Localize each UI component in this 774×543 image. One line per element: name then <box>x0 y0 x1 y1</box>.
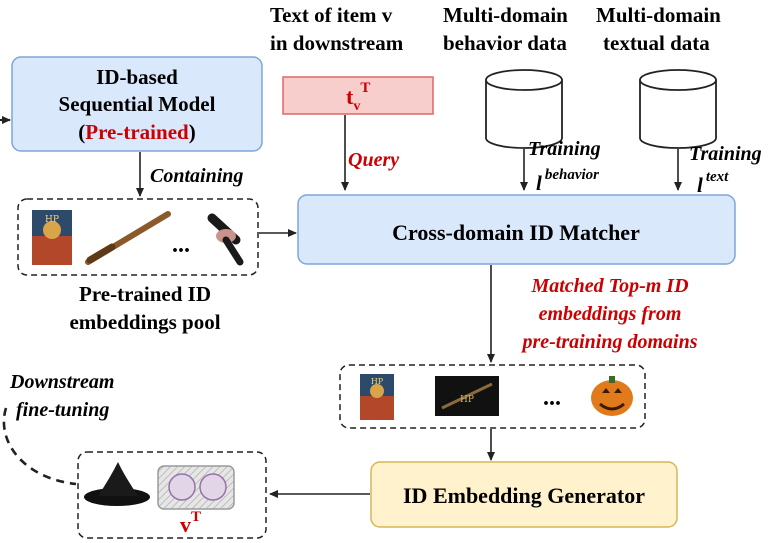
svg-text:HP: HP <box>371 377 384 386</box>
pretrained-red-label: Pre-trained <box>85 120 189 144</box>
id-model-title-line3: (Pre-trained) <box>78 120 195 144</box>
text-item-label-line1: Text of item v <box>270 3 393 27</box>
hair-dryer-brush-icon <box>207 213 244 266</box>
behavior-database-icon <box>485 69 563 149</box>
wand-icon <box>85 211 171 265</box>
witch-hat-icon <box>84 462 150 506</box>
containing-label: Containing <box>150 165 243 187</box>
matched-label-line2: embeddings from <box>539 303 682 325</box>
harry-potter-dvd-icon: HP <box>435 376 499 416</box>
generator-title: ID Embedding Generator <box>403 483 645 508</box>
id-embedding-generator-box: ID Embedding Generator <box>370 461 678 528</box>
textual-data-label-line2: textual data <box>603 31 710 55</box>
pool-label-line2: embeddings pool <box>69 310 220 334</box>
cross-domain-id-matcher-box: Cross-domain ID Matcher <box>297 194 736 265</box>
pool-label-line1: Pre-trained ID <box>79 282 211 306</box>
id-model-title-line2: Sequential Model <box>59 92 216 116</box>
downstream-label-line2: fine-tuning <box>16 399 109 421</box>
textual-data-label-line1: Multi-domain <box>596 3 721 27</box>
pumpkin-icon <box>591 376 633 416</box>
matched-label-line3: pre-training domains <box>520 331 697 353</box>
id-model-title-line1: ID-based <box>96 65 178 89</box>
pretrained-embedding-pool: HP ... <box>17 198 259 276</box>
textual-database-icon <box>639 69 717 149</box>
matched-ellipsis: ... <box>543 385 561 411</box>
tv-label: tvT <box>346 80 370 114</box>
downstream-label-line1: Downstream <box>9 371 114 393</box>
behavior-data-label-line2: behavior data <box>443 31 567 55</box>
behavior-data-label-line1: Multi-domain <box>443 3 568 27</box>
pool-ellipsis: ... <box>172 232 190 258</box>
text-item-label-line2: in downstream <box>270 31 404 55</box>
embedding-vector-icon <box>157 465 235 510</box>
fine-tuning-dashed-curve <box>2 407 77 486</box>
harry-potter-book-icon: HP <box>32 210 72 265</box>
id-sequential-model-box: ID-based Sequential Model (Pre-trained) <box>11 56 263 152</box>
matcher-title: Cross-domain ID Matcher <box>392 220 640 245</box>
query-label: Query <box>348 149 399 171</box>
harry-potter-book-icon: HP <box>360 374 394 420</box>
downstream-item-output: vT <box>77 451 267 539</box>
training-label-behavior: Training <box>528 138 601 160</box>
text-embedding-box: tvT <box>282 76 434 115</box>
training-label-text: Training <box>689 143 762 165</box>
matched-embeddings-set: HP HP ... <box>339 364 646 429</box>
matched-label-line1: Matched Top-m ID <box>530 275 688 297</box>
svg-text:HP: HP <box>45 215 59 225</box>
vt-label: vT <box>180 509 201 537</box>
svg-text:HP: HP <box>460 395 474 405</box>
